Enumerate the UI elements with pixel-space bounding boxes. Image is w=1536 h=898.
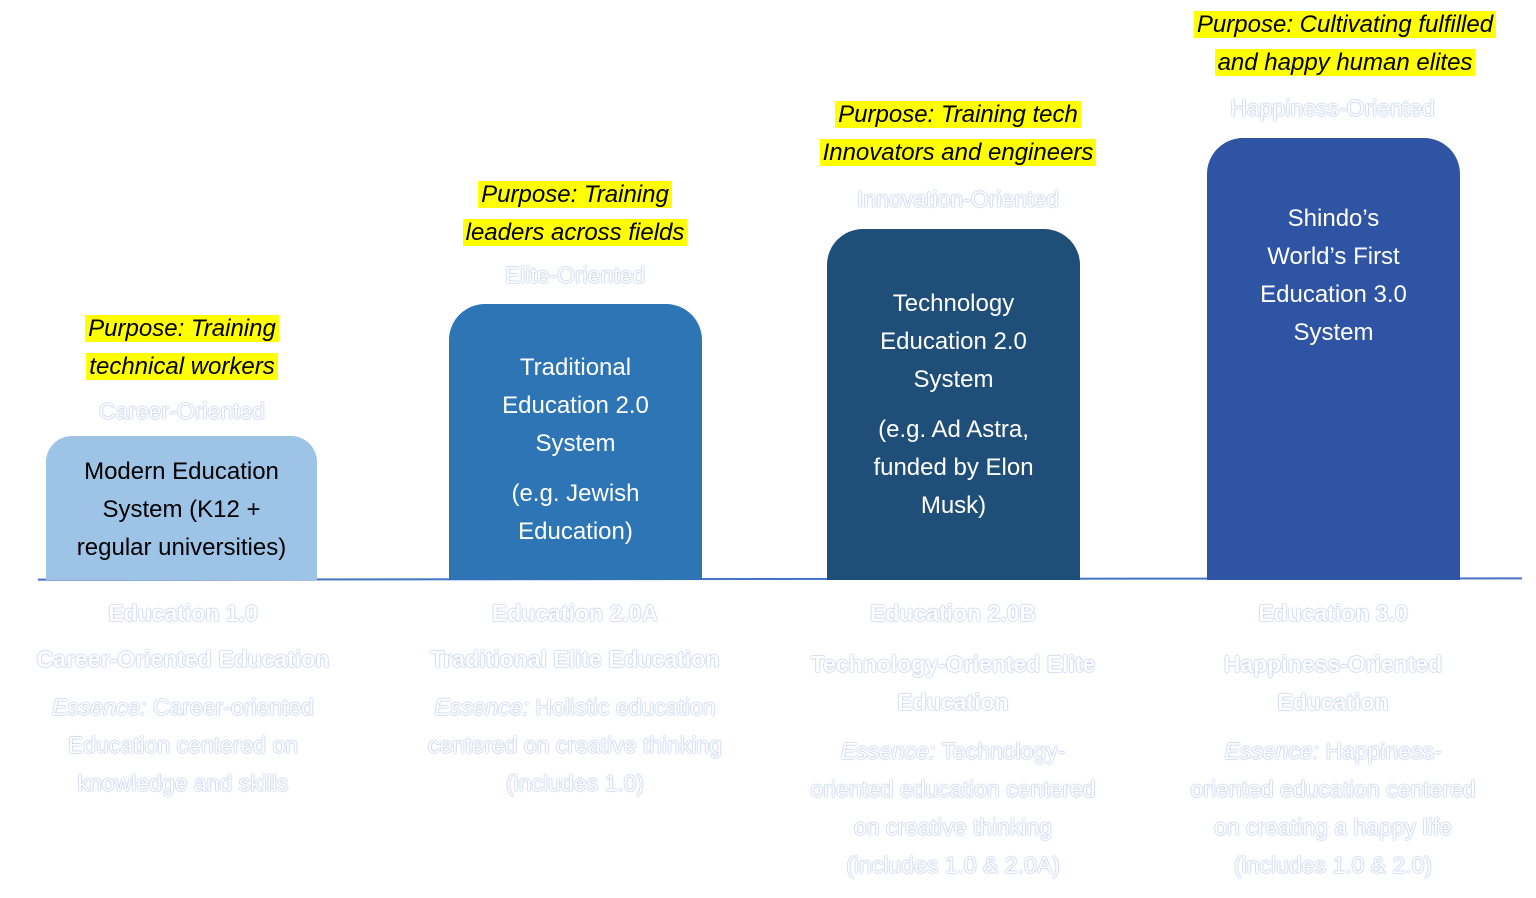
name-line: Happiness-Oriented — [1223, 651, 1443, 677]
name-line: Technology-Oriented Elite — [810, 651, 1096, 677]
purpose-line: Purpose: Training tech — [835, 101, 1081, 128]
purpose-line: leaders across fields — [462, 219, 688, 246]
box-line: Education 2.0 — [880, 328, 1027, 355]
box-example-line: (e.g. Jewish — [511, 480, 640, 507]
education-box: Modern Education System (K12 + regular u… — [46, 436, 317, 580]
essence-line: (includes 1.0) — [505, 770, 645, 796]
purpose-line: and happy human elites — [1214, 49, 1476, 76]
box-example-line: Musk) — [920, 492, 987, 519]
box-example-line: (e.g. Ad Astra, — [878, 416, 1029, 443]
education-box: Traditional Education 2.0 System (e.g. J… — [449, 304, 702, 580]
box-example-line: Education) — [518, 518, 633, 545]
box-line: Education 2.0 — [502, 392, 649, 419]
box-line: System — [535, 430, 616, 457]
essence-line: oriented education centered — [1190, 776, 1476, 802]
box-line: System — [913, 366, 994, 393]
box-line: regular universities) — [76, 534, 287, 561]
level-label: Education 2.0A — [491, 600, 659, 626]
essence-line: on creating a happy life — [1214, 814, 1452, 840]
essence-line: Happiness- — [1318, 738, 1442, 764]
essence-line: Education centered on — [67, 732, 299, 758]
name-line: Education — [1277, 689, 1389, 715]
essence-line: Holistic education — [528, 694, 716, 720]
essence-label: Essence: — [840, 738, 936, 764]
essence-line: (includes 1.0 & 2.0) — [1233, 852, 1433, 878]
orientation-label: Happiness-Oriented — [1230, 95, 1435, 121]
purpose-label: Purpose: Training technical workers — [32, 310, 332, 386]
name-label: Happiness-Oriented Education — [1150, 645, 1516, 721]
essence-text: Essence: Happiness- oriented education c… — [1150, 732, 1516, 884]
purpose-label: Purpose: Training leaders across fields — [420, 176, 730, 252]
essence-line: (includes 1.0 & 2.0A) — [846, 852, 1060, 878]
purpose-line: Innovators and engineers — [819, 139, 1097, 166]
name-label: Career-Oriented Education — [36, 646, 330, 672]
essence-line: knowledge and skills — [77, 770, 289, 796]
purpose-line: Purpose: Training — [85, 315, 279, 342]
essence-line: oriented education centered — [810, 776, 1096, 802]
name-label: Technology-Oriented Elite Education — [773, 645, 1133, 721]
essence-text: Essence: Holistic education centered on … — [390, 688, 760, 802]
box-line: Technology — [892, 290, 1015, 317]
purpose-label: Purpose: Cultivating fulfilled and happy… — [1160, 6, 1530, 82]
essence-text: Essence: Career-oriented Education cente… — [0, 688, 366, 802]
education-box: Shindo’s World’s First Education 3.0 Sys… — [1207, 138, 1460, 580]
purpose-line: technical workers — [86, 353, 278, 380]
orientation-label: Innovation-Oriented — [856, 186, 1059, 212]
box-line: Shindo’s — [1287, 205, 1380, 232]
level-label: Education 2.0B — [869, 600, 1037, 626]
box-line: System — [1293, 319, 1374, 346]
purpose-label: Purpose: Training tech Innovators and en… — [793, 96, 1123, 172]
essence-label: Essence: — [434, 694, 529, 720]
essence-line: centered on creative thinking — [427, 732, 723, 758]
orientation-label: Elite-Oriented — [504, 262, 646, 288]
box-line: Modern Education — [84, 458, 279, 485]
orientation-label: Career-Oriented — [98, 398, 266, 424]
purpose-line: Purpose: Training — [478, 181, 672, 208]
essence-text: Essence: Technology- oriented education … — [773, 732, 1133, 884]
essence-line: Technology- — [935, 738, 1066, 764]
purpose-line: Purpose: Cultivating fulfilled — [1193, 11, 1497, 38]
essence-label: Essence: — [1224, 738, 1319, 764]
essence-line: Career-oriented — [146, 694, 315, 720]
box-line: Traditional — [519, 354, 632, 381]
level-label: Education 1.0 — [108, 600, 258, 626]
name-label: Traditional Elite Education — [430, 646, 720, 672]
level-label: Education 3.0 — [1258, 600, 1408, 626]
essence-line: on creative thinking — [853, 814, 1053, 840]
box-line: World’s First — [1267, 243, 1400, 270]
box-example-line: funded by Elon — [873, 454, 1034, 481]
name-line: Education — [897, 689, 1009, 715]
education-box: Technology Education 2.0 System (e.g. Ad… — [827, 229, 1080, 580]
box-line: Education 3.0 — [1260, 281, 1407, 308]
essence-label: Essence: — [51, 694, 147, 720]
box-line: System (K12 + — [102, 496, 261, 523]
